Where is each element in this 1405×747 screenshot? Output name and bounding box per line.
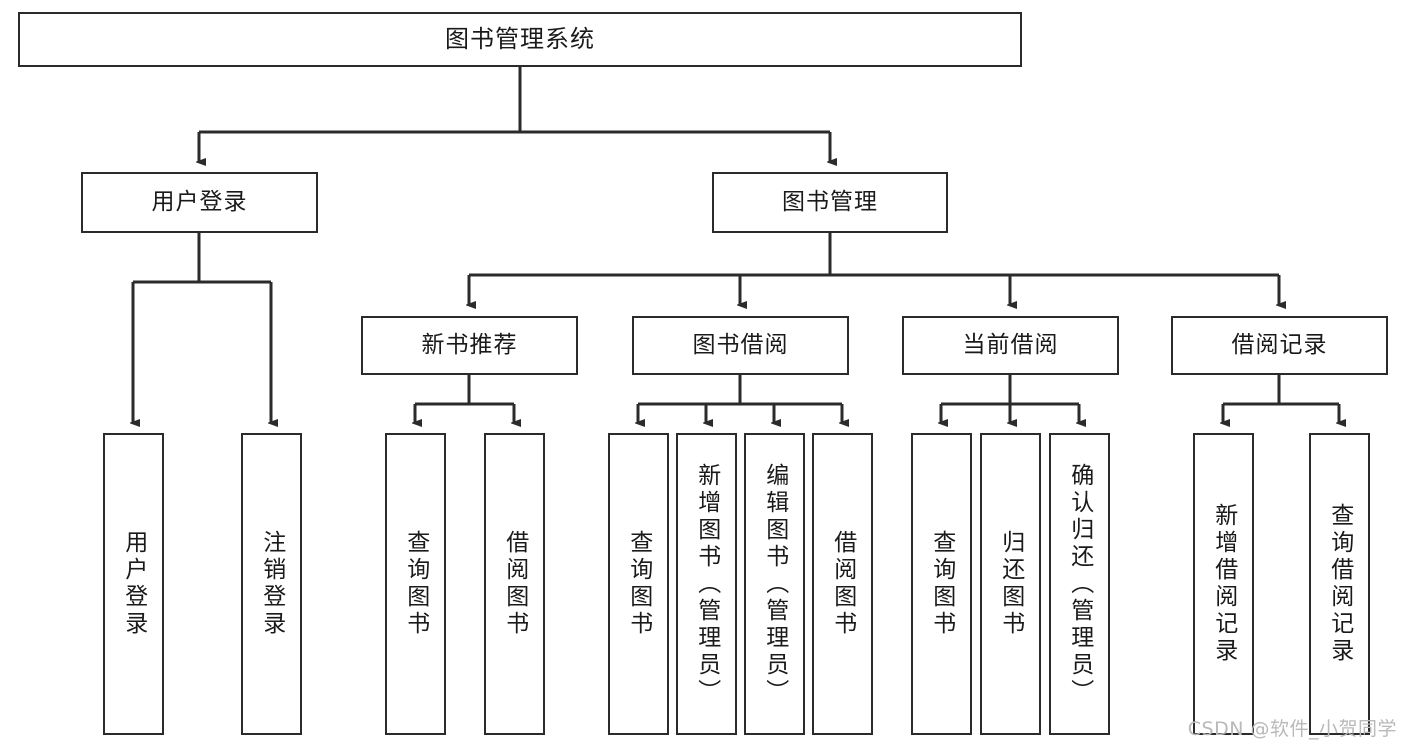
node-label: 借阅图书 [501,530,528,638]
leaf-borrow-book[interactable]: 借阅图书 [812,433,873,735]
node-root-book-management-system[interactable]: 图书管理系统 [18,12,1022,67]
node-label: 注销登录 [258,530,285,638]
node-label: 图书借阅 [692,331,789,358]
node-label: 确认归还（管理员） [1066,462,1093,706]
watermark-text: CSDN @软件_小贺同学 [1187,718,1397,740]
node-book-borrow[interactable]: 图书借阅 [632,316,849,375]
node-label: 归还图书 [997,530,1024,638]
node-label: 查询图书 [402,530,429,638]
node-label: 借阅记录 [1231,331,1328,358]
node-label: 图书管理 [782,188,878,215]
node-label: 图书管理系统 [445,25,595,54]
node-user-login[interactable]: 用户登录 [81,172,318,233]
node-borrow-record[interactable]: 借阅记录 [1171,316,1388,375]
node-label: 查询图书 [625,530,652,638]
node-new-book-recommend[interactable]: 新书推荐 [361,316,578,375]
node-label: 当前借阅 [962,331,1059,358]
leaf-confirm-return-admin[interactable]: 确认归还（管理员） [1049,433,1110,735]
leaf-add-borrow-record[interactable]: 新增借阅记录 [1193,433,1254,735]
node-label: 查询借阅记录 [1326,503,1353,665]
node-label: 新增图书（管理员） [693,462,720,706]
leaf-add-book-admin[interactable]: 新增图书（管理员） [676,433,737,735]
leaf-query-book-borrow[interactable]: 查询图书 [608,433,669,735]
node-current-borrow[interactable]: 当前借阅 [902,316,1119,375]
leaf-borrow-book-new[interactable]: 借阅图书 [484,433,545,735]
node-label: 用户登录 [120,530,147,638]
leaf-edit-book-admin[interactable]: 编辑图书（管理员） [744,433,805,735]
node-book-management[interactable]: 图书管理 [712,172,948,233]
node-label: 编辑图书（管理员） [761,462,788,706]
node-label: 新书推荐 [421,331,518,358]
node-label: 新增借阅记录 [1210,503,1237,665]
node-label: 借阅图书 [829,530,856,638]
leaf-return-book[interactable]: 归还图书 [980,433,1041,735]
node-label: 查询图书 [928,530,955,638]
leaf-query-borrow-record[interactable]: 查询借阅记录 [1309,433,1370,735]
leaf-query-book-current[interactable]: 查询图书 [911,433,972,735]
leaf-logout-login[interactable]: 注销登录 [241,433,302,735]
leaf-query-book-new[interactable]: 查询图书 [385,433,446,735]
node-label: 用户登录 [151,188,248,215]
leaf-user-login[interactable]: 用户登录 [103,433,164,735]
